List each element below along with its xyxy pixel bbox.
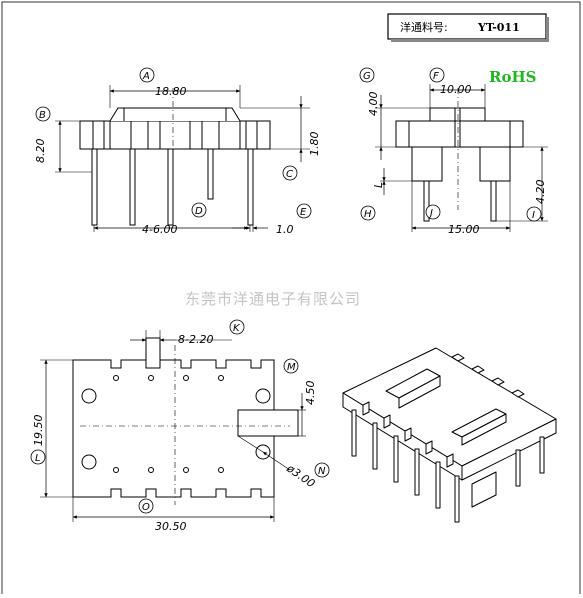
marker-c: C (282, 165, 298, 181)
svg-text:N: N (318, 466, 326, 477)
marker-a: A (139, 67, 155, 83)
side-view (375, 84, 548, 232)
part-number: YT-011 (477, 21, 520, 34)
marker-h: H (360, 205, 376, 221)
front-dim-width: 18.80 (155, 85, 187, 98)
svg-text:C: C (286, 169, 293, 180)
isometric-view (342, 347, 557, 523)
svg-text:F: F (433, 71, 439, 82)
svg-text:B: B (39, 110, 46, 121)
marker-k: K (229, 319, 245, 335)
svg-text:K: K (233, 323, 241, 334)
front-dim-pin: 1.0 (276, 223, 294, 236)
svg-text:J: J (428, 208, 433, 219)
svg-text:A: A (142, 71, 150, 82)
top-dim-height: 19.50 (32, 415, 45, 447)
marker-j: J (425, 204, 441, 220)
front-dim-pitch: 4-6.00 (142, 223, 177, 236)
marker-f: F (429, 67, 445, 83)
marker-d: D (191, 202, 207, 218)
part-number-box: 洋通料号: YT-011 (387, 13, 549, 42)
svg-text:L: L (35, 453, 41, 464)
svg-text:G: G (363, 71, 371, 82)
marker-i: I (526, 206, 542, 222)
front-view (55, 85, 310, 232)
svg-text:M: M (287, 362, 296, 373)
side-dim-top: 10.00 (440, 83, 472, 96)
side-dim-l: L (372, 182, 385, 188)
marker-o: O (138, 498, 154, 514)
svg-text:O: O (142, 502, 150, 513)
top-dim-right: 4.50 (304, 381, 317, 406)
marker-m: M (283, 358, 299, 374)
part-label: 洋通料号: (400, 20, 448, 34)
side-dim-bottom: 15.00 (448, 223, 480, 236)
svg-text:D: D (195, 206, 203, 217)
marker-n: N (314, 462, 330, 478)
side-dim-right: 4.20 (534, 180, 547, 205)
marker-b: B (35, 106, 51, 122)
company-watermark: 东莞市洋通电子有限公司 (185, 290, 361, 308)
front-dim-right: 1.80 (308, 132, 321, 157)
top-dim-hole: ø3.00 (283, 461, 317, 490)
marker-e: E (296, 203, 312, 219)
side-dim-height: 4.00 (367, 92, 380, 117)
svg-text:I: I (532, 210, 535, 221)
top-view (40, 330, 306, 522)
marker-l: L (30, 449, 46, 465)
rohs-mark: RoHS (489, 68, 536, 86)
top-dim-slot: 8-2.20 (178, 333, 213, 346)
marker-g: G (359, 67, 375, 83)
top-dim-width: 30.50 (155, 520, 187, 533)
svg-text:H: H (364, 209, 372, 220)
front-dim-height: 8.20 (34, 139, 47, 164)
front-pins (91, 148, 254, 226)
svg-text:E: E (300, 207, 307, 218)
